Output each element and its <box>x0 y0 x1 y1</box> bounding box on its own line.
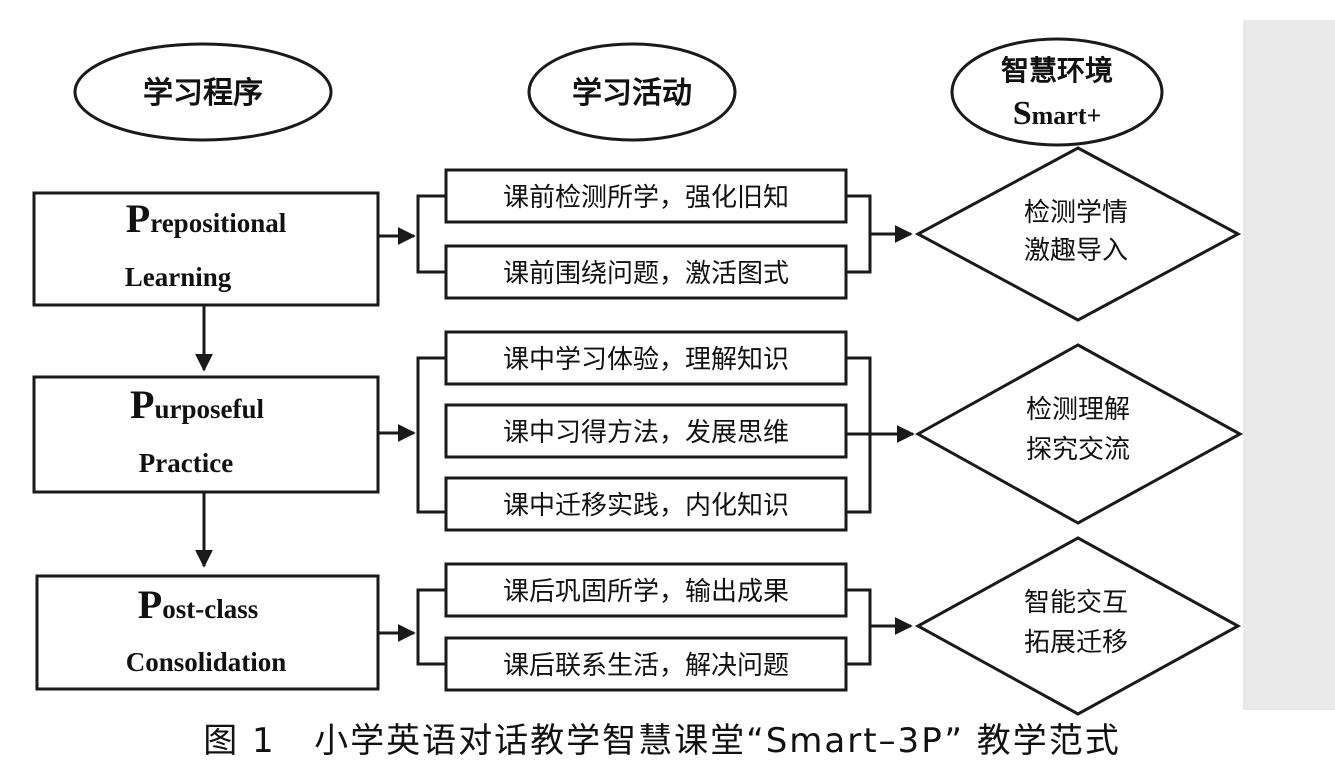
phase-2-activity-1-text: 课中学习体验，理解知识 <box>503 345 789 375</box>
phase-1-activity-2-text: 课前围绕问题，激活图式 <box>503 259 789 289</box>
phase-2-outcome-line2: 探究交流 <box>1026 435 1130 465</box>
phase-3-outcome-line1: 智能交互 <box>1024 588 1128 618</box>
header-activities-text: 学习活动 <box>572 76 692 111</box>
phase-3-line2: Consolidation <box>126 647 287 677</box>
phase-1-line2: Learning <box>125 262 232 292</box>
header-procedure-text: 学习程序 <box>143 76 263 111</box>
phase-1-box <box>32 191 380 307</box>
phase-2-box <box>32 375 380 494</box>
phase-2-rest: urposeful <box>154 394 264 424</box>
phase-3-activity-2-text: 课后联系生活，解决问题 <box>503 651 789 681</box>
phase-3-initial: P <box>138 582 162 627</box>
phase-3-activity-1 <box>444 562 848 618</box>
phase-1-rest: repositional <box>150 208 287 238</box>
header-environment-line1: 智慧环境 <box>1001 54 1113 87</box>
phase-3-rest: ost-class <box>162 594 258 624</box>
phase-2-initial: P <box>130 382 154 427</box>
phase-1-activity-1-text: 课前检测所学，强化旧知 <box>503 183 789 213</box>
header-environment-rest: mart+ <box>1032 101 1102 130</box>
header-environment: 智慧环境 Smart+ <box>950 37 1164 147</box>
phase-1-title: Prepositional <box>126 196 287 241</box>
phase-2-outcome-line1: 检测理解 <box>1026 395 1130 425</box>
phase-2-activity-2-text: 课中习得方法，发展思维 <box>503 418 789 448</box>
phase-3-outcome <box>914 536 1242 716</box>
phase-2-outcome <box>914 343 1244 525</box>
phase-3-activity-1-text: 课后巩固所学，输出成果 <box>503 577 789 607</box>
phase-3-outcome-line2: 拓展迁移 <box>1024 628 1128 658</box>
phase-3-activity-2 <box>444 636 848 692</box>
header-procedure: 学习程序 <box>73 42 333 142</box>
phase-1-activity-1 <box>444 168 848 224</box>
phase-1-activity-2 <box>444 244 848 300</box>
header-activities: 学习活动 <box>527 42 737 142</box>
phase-1-outcome <box>914 146 1242 322</box>
phase-2: Purposeful Practice 课中学习体验，理解知识 课中习得方法，发… <box>32 330 1244 532</box>
phase-1: Prepositional Learning 课前检测所学，强化旧知 课前围绕问… <box>32 146 1242 322</box>
phase-1-outcome-line1: 检测学情 <box>1024 198 1128 228</box>
phase-2-activity-3-text: 课中迁移实践，内化知识 <box>503 491 789 521</box>
phase-2-line2: Practice <box>139 448 233 478</box>
phase-3-title: Post-class <box>138 582 258 627</box>
phase-2-activity-2 <box>444 403 848 459</box>
phase-3: Post-class Consolidation 课后巩固所学，输出成果 课后联… <box>35 536 1242 716</box>
header-environment-line2: Smart+ <box>1013 95 1102 132</box>
figure-caption: 图 1 小学英语对话教学智慧课堂“Smart–3P” 教学范式 <box>203 721 1121 761</box>
phase-1-initial: P <box>126 196 150 241</box>
phase-2-activity-3 <box>444 476 848 532</box>
header-environment-initial: S <box>1013 95 1032 132</box>
phase-3-box <box>35 574 380 691</box>
phase-2-title: Purposeful <box>130 382 264 427</box>
phase-1-outcome-line2: 激趣导入 <box>1024 236 1128 266</box>
scan-edge <box>1243 20 1335 710</box>
